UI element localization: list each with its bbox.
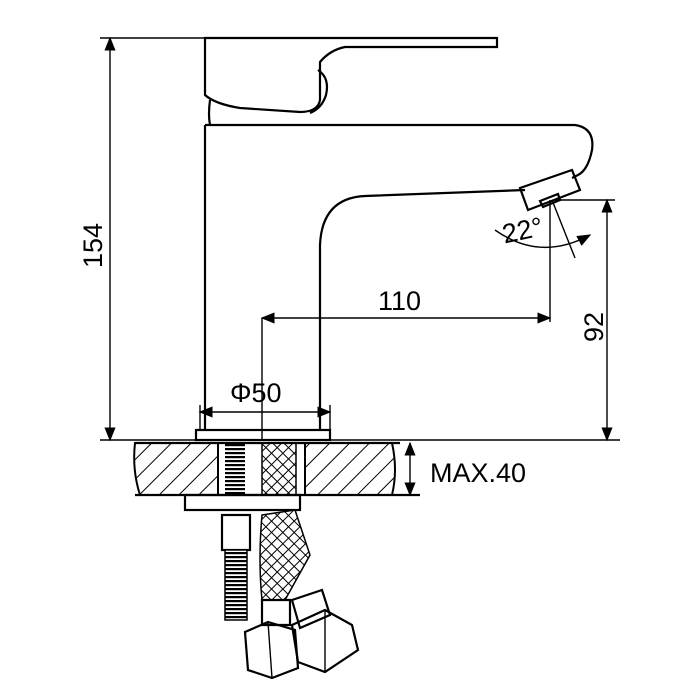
supply-hose: [259, 509, 311, 601]
countertop-section: [133, 441, 420, 497]
dim-label-angle: 22°: [499, 212, 545, 250]
spout-top: [205, 123, 594, 179]
faucet-body: [203, 36, 594, 430]
dim-label-110: 110: [378, 286, 421, 316]
base-flange: [194, 428, 332, 442]
dim-label-154: 154: [78, 223, 108, 268]
aerator: [518, 168, 582, 212]
dim-label-92: 92: [579, 312, 609, 342]
dim-label-diameter: Φ50: [230, 378, 282, 408]
dimension-lines: [100, 36, 620, 497]
handle-lever: [203, 36, 499, 114]
mounting-hardware: [183, 493, 360, 680]
dim-label-max-thickness: MAX.40: [430, 458, 526, 488]
